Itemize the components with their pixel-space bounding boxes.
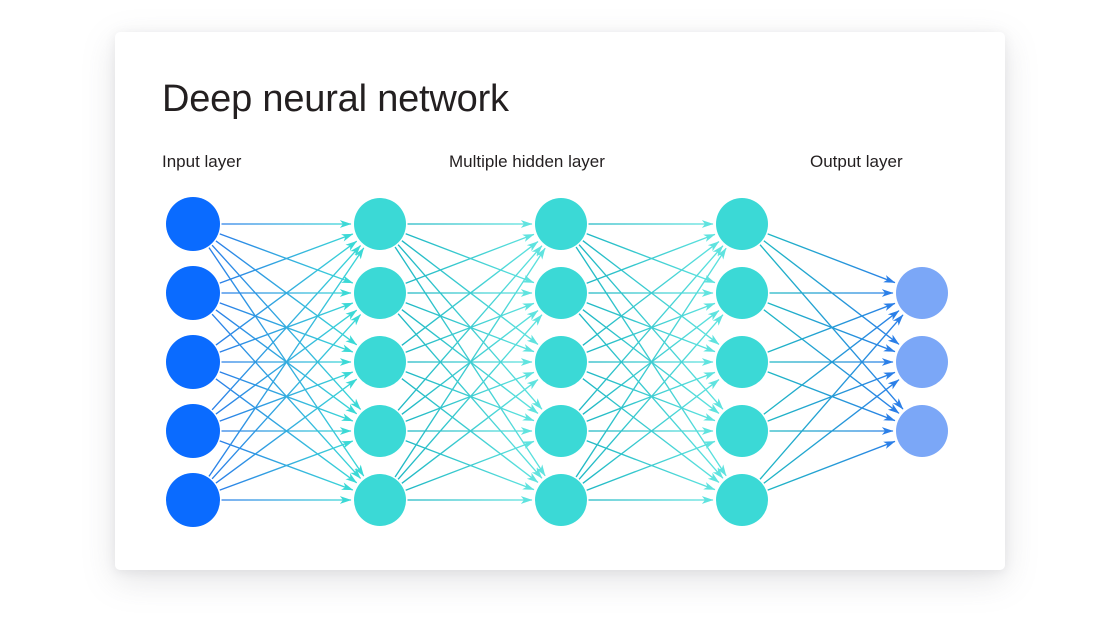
node-hidden3-4[interactable] xyxy=(716,405,768,457)
label-hidden-layer: Multiple hidden layer xyxy=(449,152,605,171)
node-hidden1-2[interactable] xyxy=(354,267,406,319)
node-input-5[interactable] xyxy=(166,473,220,527)
page-title: Deep neural network xyxy=(162,78,509,120)
node-hidden1-3[interactable] xyxy=(354,336,406,388)
label-input-layer: Input layer xyxy=(162,152,242,171)
layer-output xyxy=(896,267,948,457)
node-hidden2-4[interactable] xyxy=(535,405,587,457)
layer-input xyxy=(166,197,220,527)
node-hidden3-5[interactable] xyxy=(716,474,768,526)
node-hidden1-4[interactable] xyxy=(354,405,406,457)
label-output-layer: Output layer xyxy=(810,152,903,171)
node-hidden2-1[interactable] xyxy=(535,198,587,250)
node-output-2[interactable] xyxy=(896,336,948,388)
node-hidden3-3[interactable] xyxy=(716,336,768,388)
node-input-3[interactable] xyxy=(166,335,220,389)
layer-hidden3 xyxy=(716,198,768,526)
node-hidden1-5[interactable] xyxy=(354,474,406,526)
node-output-1[interactable] xyxy=(896,267,948,319)
node-hidden1-1[interactable] xyxy=(354,198,406,250)
node-output-3[interactable] xyxy=(896,405,948,457)
node-hidden3-2[interactable] xyxy=(716,267,768,319)
node-input-4[interactable] xyxy=(166,404,220,458)
node-hidden2-2[interactable] xyxy=(535,267,587,319)
node-hidden3-1[interactable] xyxy=(716,198,768,250)
node-hidden2-3[interactable] xyxy=(535,336,587,388)
node-input-1[interactable] xyxy=(166,197,220,251)
node-hidden2-5[interactable] xyxy=(535,474,587,526)
layer-hidden1 xyxy=(354,198,406,526)
nodes-layer xyxy=(166,197,948,527)
node-input-2[interactable] xyxy=(166,266,220,320)
layer-hidden2 xyxy=(535,198,587,526)
